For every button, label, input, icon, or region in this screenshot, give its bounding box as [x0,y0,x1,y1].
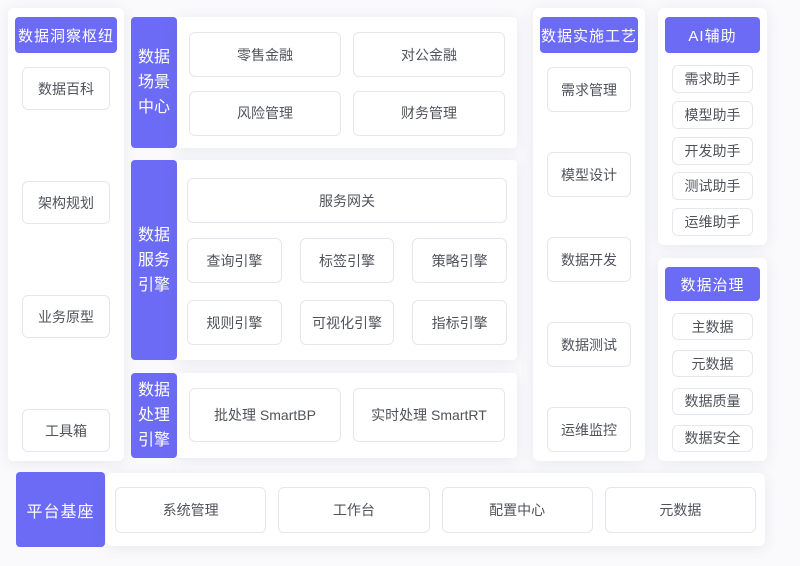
module-box[interactable]: 风险管理 [189,90,341,136]
module-box[interactable]: 数据测试 [547,322,631,367]
panel-data-insight-hub: 数据洞察枢纽 数据百科架构规划业务原型工具箱 [8,8,124,461]
module-box[interactable]: 工作台 [278,486,430,533]
module-box[interactable]: 元数据 [604,486,756,533]
module-box[interactable]: 数据开发 [547,237,631,282]
module-box[interactable]: 开发助手 [672,136,753,165]
panel-data-governance: 数据治理 主数据元数据数据质量数据安全 [658,258,767,461]
module-box[interactable]: 数据百科 [22,67,110,110]
module-box[interactable]: 策略引擎 [412,238,507,283]
module-box[interactable]: 架构规划 [22,181,110,224]
strip-data-scene-center: 数据场景中心 [131,17,177,148]
module-box[interactable]: 主数据 [672,313,753,340]
card-data-service-engine: 服务网关 查询引擎标签引擎策略引擎规则引擎可视化引擎指标引擎 [177,160,517,360]
panel-platform-base: 系统管理工作台配置中心元数据 [106,473,765,546]
module-box[interactable]: 零售金融 [189,32,341,77]
module-box[interactable]: 数据安全 [672,424,753,452]
engine-grid: 查询引擎标签引擎策略引擎规则引擎可视化引擎指标引擎 [187,238,507,345]
section-header-ai-assist: AI辅助 [665,17,760,53]
module-box[interactable]: 对公金融 [353,32,505,77]
ai-assist-list: 需求助手模型助手开发助手测试助手运维助手 [672,65,753,236]
governance-list: 主数据元数据数据质量数据安全 [672,313,753,452]
module-box[interactable]: 数据质量 [672,387,753,415]
section-header-data-insight-hub: 数据洞察枢纽 [15,17,117,53]
insight-hub-list: 数据百科架构规划业务原型工具箱 [22,67,110,452]
module-box[interactable]: 标签引擎 [299,238,395,283]
module-box[interactable]: 系统管理 [115,486,267,533]
implementation-list: 需求管理模型设计数据开发数据测试运维监控 [547,67,631,452]
module-box[interactable]: 模型设计 [547,152,631,197]
module-box[interactable]: 查询引擎 [187,238,282,283]
module-box[interactable]: 配置中心 [441,486,593,533]
module-box[interactable]: 财务管理 [353,90,505,136]
module-box[interactable]: 规则引擎 [187,300,282,345]
row-data-service-engine: 数据服务引擎 服务网关 查询引擎标签引擎策略引擎规则引擎可视化引擎指标引擎 [131,160,517,360]
module-box[interactable]: 测试助手 [672,172,753,201]
platform-base-label: 平台基座 [16,472,105,547]
module-box[interactable]: 业务原型 [22,295,110,338]
module-box[interactable]: 可视化引擎 [299,300,395,345]
service-gateway-box[interactable]: 服务网关 [187,178,507,223]
section-header-data-implementation: 数据实施工艺 [540,17,638,53]
card-data-scene-center: 零售金融对公金融风险管理财务管理 [177,17,517,148]
strip-data-service-engine: 数据服务引擎 [131,160,177,360]
module-box[interactable]: 指标引擎 [412,300,507,345]
platform-base-list: 系统管理工作台配置中心元数据 [115,486,756,533]
module-box[interactable]: 实时处理 SmartRT [353,388,505,442]
module-box[interactable]: 元数据 [672,350,753,378]
module-box[interactable]: 运维助手 [672,208,753,236]
row-data-scene-center: 数据场景中心 零售金融对公金融风险管理财务管理 [131,17,517,148]
panel-ai-assist: AI辅助 需求助手模型助手开发助手测试助手运维助手 [658,8,767,245]
strip-data-processing-engine: 数据处理引擎 [131,373,177,458]
panel-data-implementation-process: 数据实施工艺 需求管理模型设计数据开发数据测试运维监控 [533,8,645,461]
module-box[interactable]: 需求管理 [547,67,631,112]
section-header-data-governance: 数据治理 [665,267,760,301]
module-box[interactable]: 运维监控 [547,407,631,452]
module-box[interactable]: 需求助手 [672,65,753,93]
module-box[interactable]: 工具箱 [22,409,110,452]
module-box[interactable]: 批处理 SmartBP [189,388,341,442]
module-box[interactable]: 模型助手 [672,100,753,129]
